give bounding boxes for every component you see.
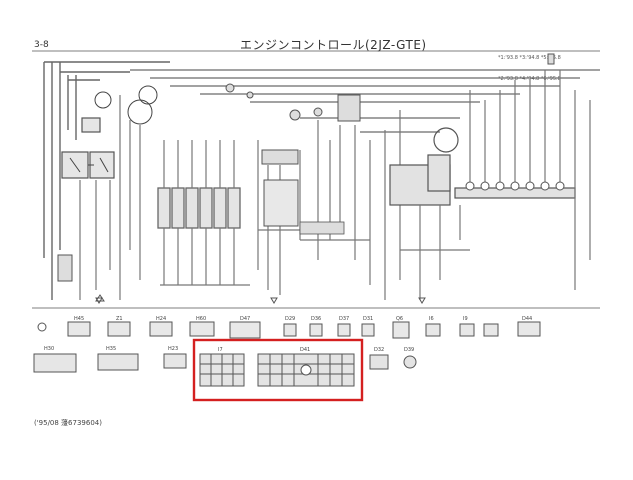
connector-row-2-right <box>369 354 417 370</box>
connector-label: D47 <box>240 316 250 322</box>
connector-label: D39 <box>404 347 414 353</box>
page-title: エンジンコントロール(2JZ-GTE) <box>240 38 427 52</box>
connector-label: H24 <box>156 316 166 322</box>
connector-label: I9 <box>463 316 468 322</box>
connector-label: D31 <box>363 316 373 322</box>
relay-boxes <box>61 117 115 179</box>
legend-line: *2:'93.8 *4:'94.8 *6:'95.8 <box>498 76 561 82</box>
wire-bundle-left <box>79 95 141 300</box>
right-connector-row <box>465 181 565 191</box>
ecu-connector-left <box>199 353 245 387</box>
connector-row-1 <box>37 321 541 339</box>
connector-row-2-labels: H30 H35 H23 I7 D41 D32 D39 <box>44 346 414 353</box>
right-wires <box>400 70 591 300</box>
connector-label: D32 <box>374 347 384 353</box>
connector-label: D44 <box>522 316 532 322</box>
connector-label: H60 <box>196 316 206 322</box>
connector-label: D29 <box>285 316 295 322</box>
sensor-block <box>57 254 73 282</box>
page-number: 3-8 <box>34 40 49 50</box>
bus-devices <box>225 53 555 165</box>
middle-wires <box>257 110 401 300</box>
connector-label: D41 <box>300 347 310 353</box>
connector-label: H35 <box>106 346 116 352</box>
left-wires <box>43 61 170 300</box>
connector-label: I7 <box>218 347 223 353</box>
highlight-box <box>192 338 364 402</box>
relay-detail <box>69 85 158 173</box>
connector-row-2 <box>33 353 187 373</box>
connector-label: D37 <box>339 316 349 322</box>
control-module-box <box>263 179 299 227</box>
connector-label: H45 <box>74 316 84 322</box>
connector-label: D36 <box>311 316 321 322</box>
right-block <box>389 127 576 206</box>
document-code: ('95/08 薓6739604) <box>34 419 102 427</box>
connector-label: I6 <box>429 316 434 322</box>
connector-label: Z1 <box>116 316 123 322</box>
connector-label: H23 <box>168 346 178 352</box>
connector-label: Q6 <box>396 316 403 322</box>
ground-symbols <box>95 297 426 304</box>
injector-column <box>157 187 241 229</box>
injector-wires <box>160 140 250 286</box>
connector-label: H30 <box>44 346 54 352</box>
connector-row-1-labels: H45 Z1 H24 H60 D47 D29 D36 D37 D31 Q6 I6… <box>74 316 532 322</box>
ecu-connector-right <box>257 353 355 387</box>
